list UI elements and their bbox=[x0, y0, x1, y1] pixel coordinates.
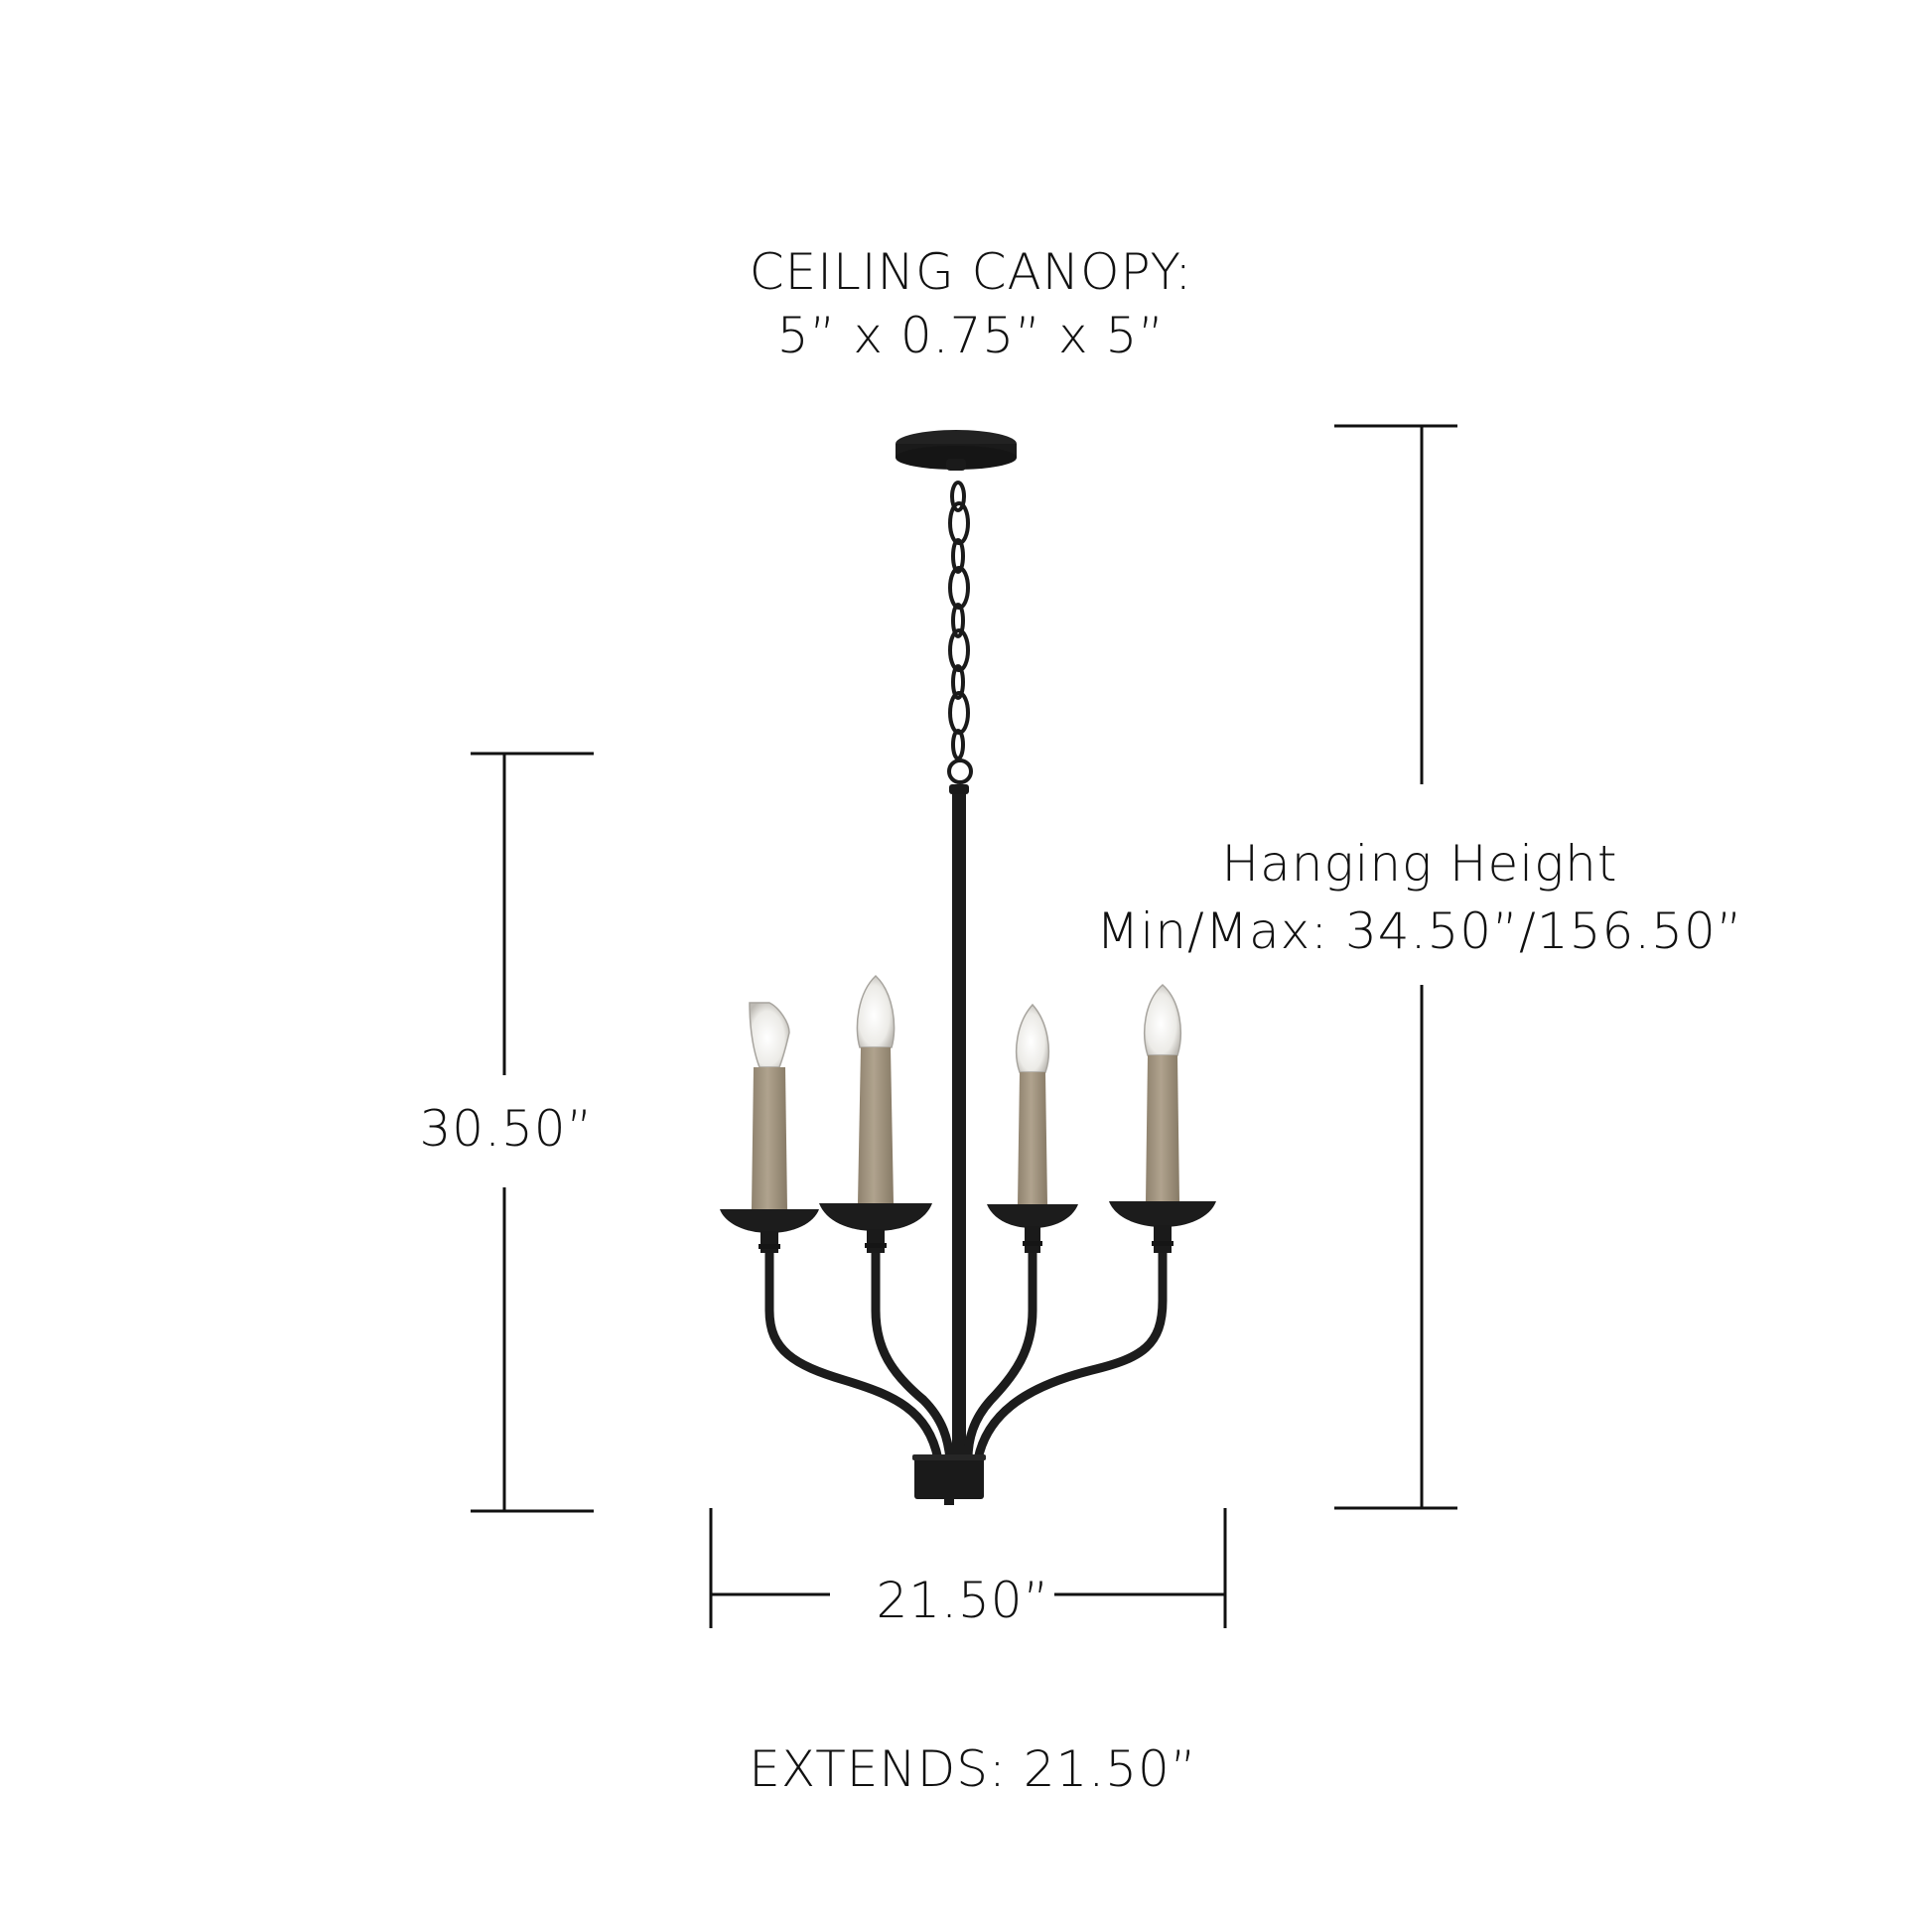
hanging-height-title: Hanging Height bbox=[1221, 835, 1618, 893]
canopy-dimensions-label: CEILING CANOPY: 5” x 0.75” x 5” bbox=[668, 240, 1274, 367]
hanging-height-label: Hanging Height Min/Max: 34.50”/156.50” bbox=[1092, 830, 1747, 965]
hanging-height-value: Min/Max: 34.50”/156.50” bbox=[1096, 902, 1743, 960]
arms bbox=[764, 1248, 1168, 1464]
candle-4 bbox=[1109, 983, 1216, 1253]
candle-1 bbox=[720, 1002, 819, 1253]
canopy-dims: 5” x 0.75” x 5” bbox=[776, 307, 1166, 364]
candle-2 bbox=[819, 974, 932, 1253]
width-label: 21.50” bbox=[876, 1572, 1050, 1629]
height-dimension-line bbox=[471, 752, 594, 1513]
center-rod bbox=[952, 784, 966, 1459]
width-dimension-line bbox=[709, 1508, 1227, 1628]
ceiling-canopy-icon bbox=[896, 430, 1017, 471]
height-label: 30.50” bbox=[419, 1100, 594, 1158]
chain-icon bbox=[947, 481, 973, 784]
chandelier bbox=[720, 430, 1216, 1505]
candle-3 bbox=[987, 1003, 1078, 1253]
hanging-height-dimension-line bbox=[1334, 424, 1457, 1510]
bottom-hub bbox=[912, 1454, 986, 1505]
canopy-title: CEILING CANOPY: bbox=[749, 243, 1193, 301]
extends-label: EXTENDS: 21.50” bbox=[749, 1740, 1197, 1798]
